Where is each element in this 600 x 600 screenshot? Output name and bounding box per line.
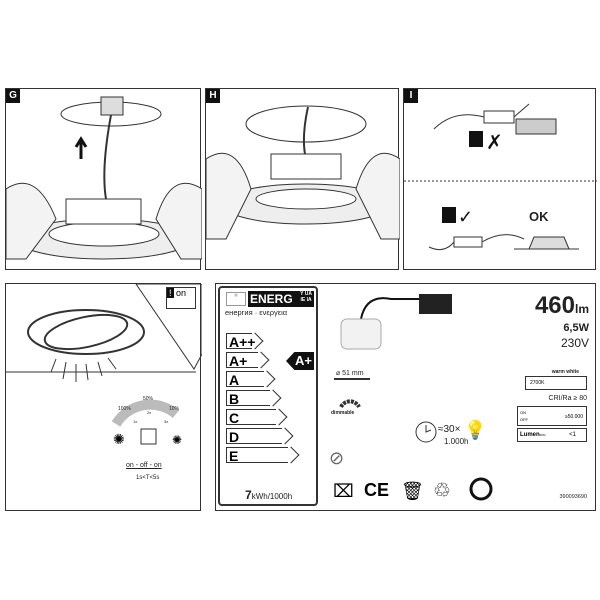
svg-text:✺: ✺ bbox=[172, 433, 182, 447]
step-g-panel: G bbox=[5, 88, 202, 270]
ce-mark-icon: CE bbox=[364, 480, 389, 500]
step-label: I bbox=[404, 89, 418, 103]
lifetime-factor: ≈30× bbox=[438, 424, 461, 435]
class-app: A++ bbox=[226, 333, 255, 350]
eu-flag-icon: ✲ bbox=[226, 292, 246, 306]
install-illustration bbox=[6, 96, 202, 260]
ok-label: OK bbox=[529, 209, 549, 224]
dimming-illustration: ✺✺ bbox=[6, 284, 202, 447]
recycle-triangle-icon: ♲ bbox=[433, 480, 451, 502]
voltage: 230V bbox=[560, 336, 589, 350]
class-c: C bbox=[226, 409, 276, 426]
class-e: E bbox=[226, 447, 288, 464]
green-dot-icon bbox=[469, 477, 493, 501]
class-d: D bbox=[226, 428, 282, 445]
power: 6,5W bbox=[563, 322, 589, 334]
lumen-value: 460lm bbox=[534, 292, 589, 319]
color-temp-box: 2700K bbox=[525, 376, 587, 390]
step-h-panel: H bbox=[205, 88, 400, 270]
switch-timing: 1s<T<5s bbox=[136, 475, 160, 481]
on-label: on bbox=[176, 288, 187, 298]
install-illustration bbox=[206, 105, 400, 240]
step-i-panel: I ✗ ✓ OK bbox=[403, 88, 597, 270]
step-label: G bbox=[6, 89, 20, 103]
lumen-time-box: Lumen60% <1 bbox=[517, 428, 587, 442]
press-1x: 1x bbox=[133, 419, 138, 424]
wiring-illustration: ✗ ✓ bbox=[404, 103, 597, 251]
step-label: H bbox=[206, 89, 220, 103]
svg-text:💡: 💡 bbox=[464, 419, 486, 440]
cri: CRI/Ra ≥ 80 bbox=[548, 395, 587, 402]
dimming-panel: ✺✺ ! on 100% 50% 10% 1x 2x 3x on - off -… bbox=[5, 283, 202, 511]
product-illustration: ⊘ ⌧ CE 🗑 ♲ 💡 bbox=[329, 294, 493, 502]
consumption: 7kWh/1000h bbox=[245, 488, 293, 502]
diameter: ⌀ 51 mm bbox=[336, 370, 364, 377]
press-2x: 2x bbox=[147, 410, 152, 415]
energy-subtitle: енергия · ενεργεια bbox=[225, 308, 288, 317]
switch-sequence: on - off - on bbox=[126, 462, 162, 469]
color-temp-label: warm white bbox=[551, 369, 579, 375]
svg-text:✺: ✺ bbox=[113, 431, 125, 447]
class-b: B bbox=[226, 390, 270, 407]
lifetime-hours: 1.000h bbox=[444, 437, 469, 446]
warning-icon: ! on bbox=[166, 287, 196, 309]
svg-text:✗: ✗ bbox=[486, 132, 503, 154]
level-10: 10% bbox=[169, 406, 180, 412]
weee-bin-icon: ⌧ bbox=[333, 481, 354, 501]
article-number: 390093690 bbox=[559, 494, 587, 500]
rating-arrow: A+ bbox=[286, 352, 314, 370]
press-3x: 3x bbox=[164, 419, 169, 424]
dimmable-label: dimmable bbox=[331, 410, 355, 416]
class-ap: A+ bbox=[226, 352, 258, 369]
svg-text:✓: ✓ bbox=[458, 207, 473, 227]
level-50: 50% bbox=[143, 396, 154, 402]
svg-text:⊘: ⊘ bbox=[329, 448, 344, 468]
level-100: 100% bbox=[118, 406, 131, 412]
class-a: A bbox=[226, 371, 264, 388]
recycle-person-icon: 🗑 bbox=[401, 481, 424, 501]
